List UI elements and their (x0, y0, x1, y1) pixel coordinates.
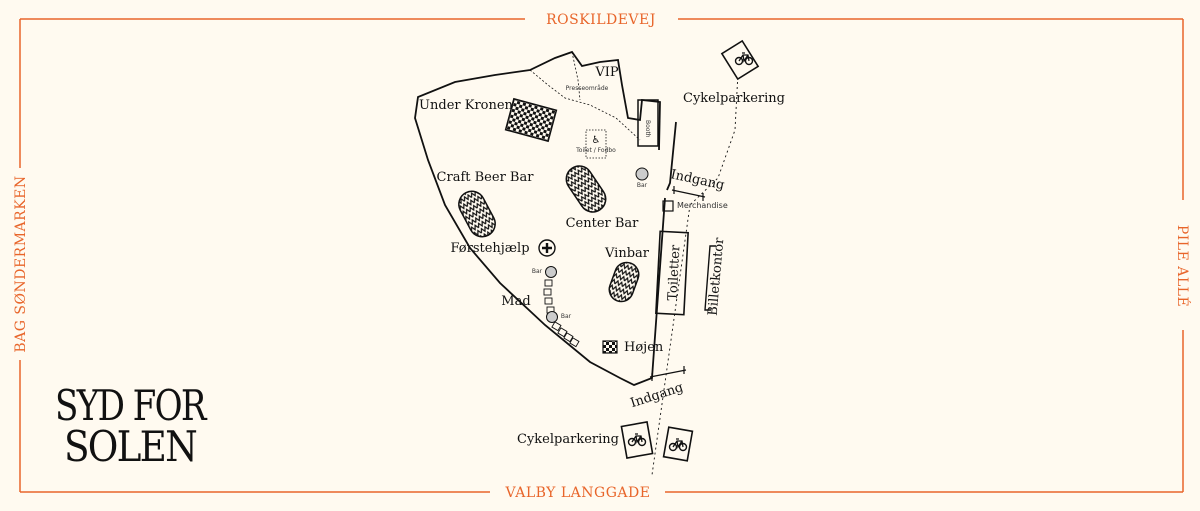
street-top-label: ROSKILDEVEJ (546, 12, 656, 28)
hojen-stage (602, 340, 618, 354)
wheelchair-icon: ♿ (592, 135, 601, 146)
entrance-bottom-label: Indgang (629, 380, 686, 411)
first-aid-label: Førstehjælp (450, 241, 529, 256)
handicap-toilet (585, 129, 607, 159)
craft-beer-bar-label: Craft Beer Bar (437, 170, 535, 185)
craft-beer-bar (458, 190, 496, 238)
festival-boundary (414, 50, 677, 386)
street-left-label: BAG SØNDERMARKEN (13, 175, 29, 352)
billetkontor-building (704, 245, 716, 311)
vinbar (608, 261, 640, 303)
bike-parking-top-label: Cykelparkering (683, 91, 785, 106)
under-kronen-label: Under Kronen (419, 98, 514, 113)
entrance-top-gate (671, 186, 706, 201)
booth-label: Booth (644, 120, 651, 138)
bar-small-2 (545, 266, 557, 278)
handicap-toilet-label: Toilet / Fodbo (575, 147, 616, 154)
bar-small-2-label: Bar (532, 268, 543, 275)
entrance-top-label: Indgang (669, 167, 726, 193)
center-bar (565, 165, 607, 213)
first-aid-cross-icon (538, 239, 556, 257)
mad-label: Mad (501, 294, 530, 309)
path-main (651, 204, 691, 476)
bar-small-3-label: Bar (561, 313, 572, 320)
vip-label: VIP (594, 65, 619, 80)
food-stalls (543, 279, 580, 348)
toiletter-label: Toiletter (666, 244, 684, 301)
syd-for-solen-logo: SYD FOR SOLEN (55, 381, 210, 471)
hojen-label: Højen (624, 340, 664, 355)
under-kronen-stage (504, 97, 558, 143)
press-label: Presseområde (566, 85, 609, 92)
entrance-bottom-gate (649, 366, 687, 381)
press-area-boundary (529, 69, 641, 141)
bar-small-3 (546, 311, 558, 323)
toilets-building (655, 230, 689, 316)
bar-small-1-label: Bar (637, 182, 648, 189)
billetkontor-label: Billetkontor (706, 236, 728, 316)
svg-text:SOLEN: SOLEN (64, 422, 196, 471)
merchandise-label: Merchandise (677, 201, 728, 210)
svg-text:SYD FOR: SYD FOR (55, 381, 208, 430)
vinbar-label: Vinbar (604, 246, 650, 261)
street-frame (19, 18, 1184, 493)
bar-small-1 (635, 167, 649, 181)
bike-parking-bottom-label: Cykelparkering (517, 432, 619, 447)
merchandise-stand (662, 200, 674, 212)
street-bottom-label: VALBY LANGGADE (505, 485, 651, 501)
street-right-label: PILE ALLÉ (1174, 225, 1192, 307)
booth-building (637, 99, 659, 147)
center-bar-label: Center Bar (566, 216, 640, 231)
